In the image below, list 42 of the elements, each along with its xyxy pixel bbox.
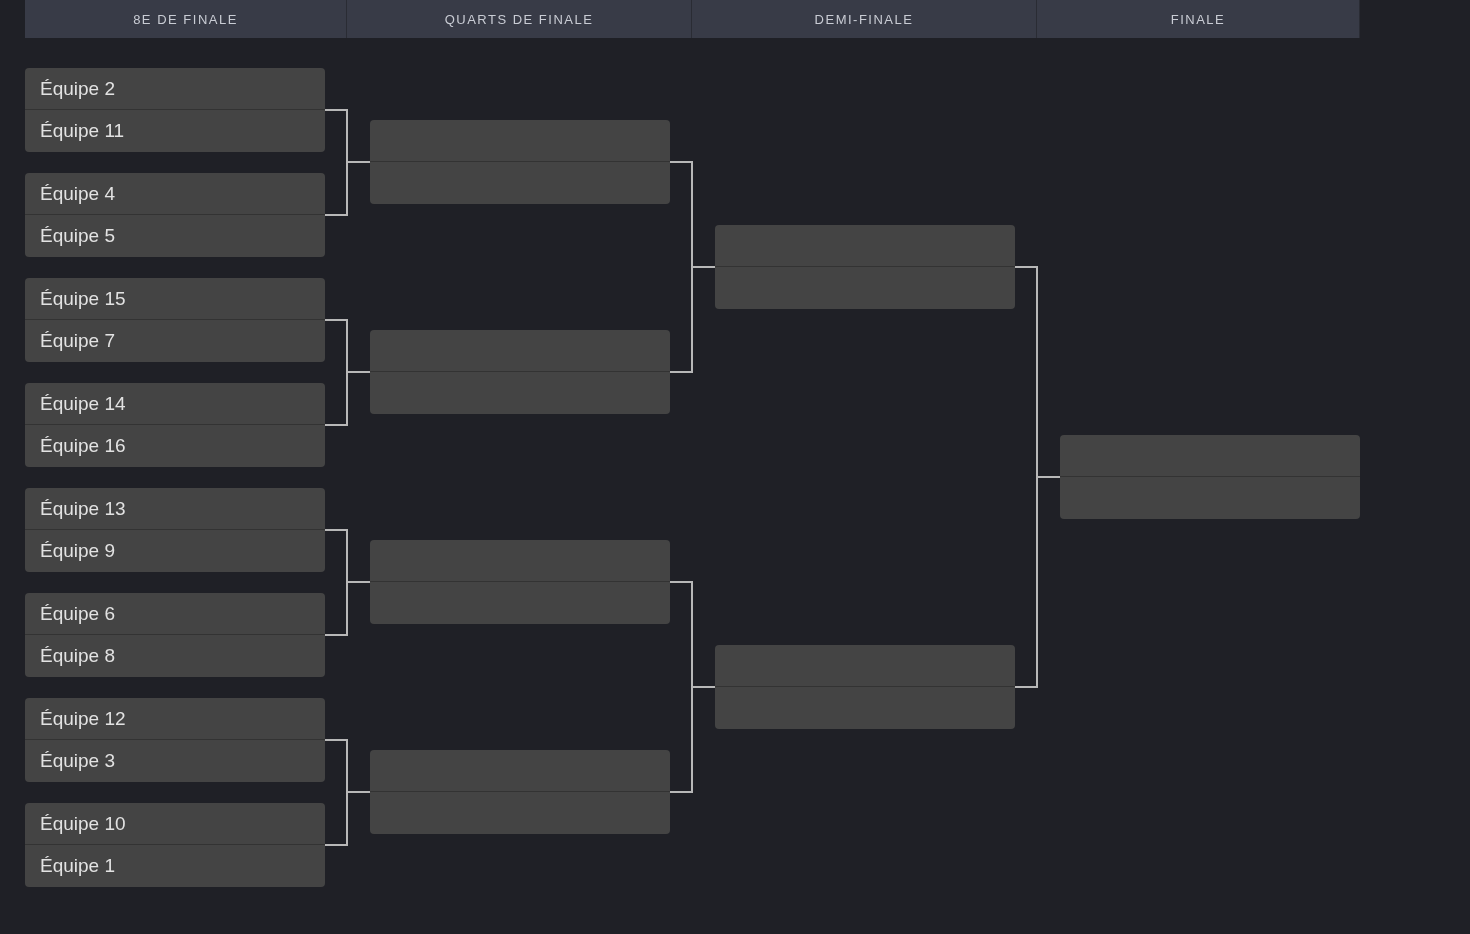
match-box	[1060, 435, 1360, 519]
match-box	[25, 593, 325, 677]
team-name: Équipe 10	[40, 812, 126, 836]
column-header: FINALE	[1037, 0, 1360, 38]
match-box	[370, 540, 670, 624]
team-name: Équipe 11	[40, 119, 125, 143]
bracket-line	[324, 581, 371, 636]
team-name: Équipe 8	[40, 644, 115, 668]
column-header: 8E DE FINALE	[25, 0, 347, 38]
bracket-line	[669, 266, 716, 373]
bracket-line	[324, 161, 371, 216]
match-box	[25, 383, 325, 467]
bracket-line	[324, 791, 371, 846]
team-name: Équipe 16	[40, 434, 126, 458]
match-box	[370, 750, 670, 834]
bracket-line	[1014, 476, 1061, 688]
team-name: Équipe 14	[40, 392, 126, 416]
bracket-line	[324, 371, 371, 426]
team-name: Équipe 7	[40, 329, 115, 353]
column-header: DEMI-FINALE	[692, 0, 1037, 38]
team-name: Équipe 1	[40, 854, 115, 878]
match-box	[25, 173, 325, 257]
match-box	[370, 120, 670, 204]
bracket-line	[669, 686, 716, 793]
team-name: Équipe 2	[40, 77, 115, 101]
team-name: Équipe 12	[40, 707, 126, 731]
team-name: Équipe 13	[40, 497, 126, 521]
match-box	[25, 803, 325, 887]
match-box	[25, 698, 325, 782]
team-name: Équipe 5	[40, 224, 115, 248]
team-name: Équipe 6	[40, 602, 115, 626]
match-box	[370, 330, 670, 414]
team-name: Équipe 4	[40, 182, 115, 206]
match-box	[25, 278, 325, 362]
match-box	[25, 68, 325, 152]
match-box	[25, 488, 325, 572]
team-name: Équipe 15	[40, 287, 126, 311]
team-name: Équipe 3	[40, 749, 115, 773]
team-name: Équipe 9	[40, 539, 115, 563]
match-box	[715, 645, 1015, 729]
match-box	[715, 225, 1015, 309]
column-header: QUARTS DE FINALE	[347, 0, 692, 38]
